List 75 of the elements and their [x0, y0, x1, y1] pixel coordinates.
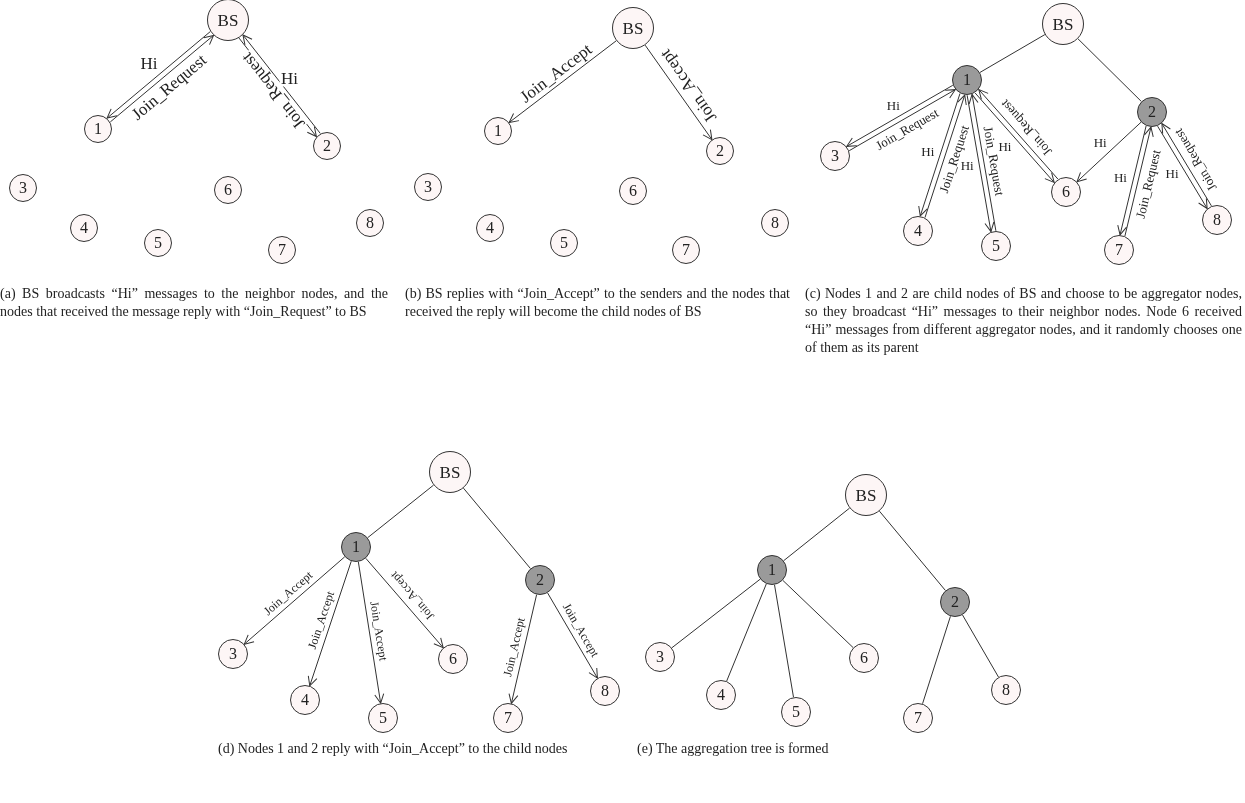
connector-line: [962, 614, 999, 678]
sensor-node-circle: 3: [414, 173, 442, 201]
sensor-node-circle: 6: [619, 177, 647, 205]
sensor-node-circle: 5: [981, 231, 1011, 261]
arrow: [924, 94, 967, 218]
sensor-node-circle: 4: [290, 685, 320, 715]
sensor-node-circle: 7: [672, 236, 700, 264]
sensor-node-circle: 7: [903, 703, 933, 733]
connector-line: [922, 615, 951, 705]
arrow: [357, 561, 385, 704]
figure-caption: (d) Nodes 1 and 2 reply with “Join_Accept” to the child nodes: [218, 740, 569, 758]
sensor-node-circle: 4: [903, 216, 933, 246]
connector-line: [367, 484, 435, 539]
arrow: [918, 93, 961, 217]
base-station-circle: BS: [207, 0, 249, 41]
arrow: [644, 44, 713, 141]
sensor-node-circle: 7: [493, 703, 523, 733]
arrow: [365, 557, 444, 649]
figure-caption: (e) The aggregation tree is formed: [637, 740, 830, 758]
aggregator-node-circle: 1: [757, 555, 787, 585]
arrow: [1076, 121, 1142, 183]
arrow: [508, 40, 617, 123]
sensor-node-circle: 5: [781, 697, 811, 727]
sensor-node-circle: 8: [1202, 205, 1232, 235]
aggregator-node-circle: 2: [1137, 97, 1167, 127]
arrow: [307, 560, 352, 687]
sensor-node-circle: 3: [645, 642, 675, 672]
sensor-node-circle: 6: [438, 644, 468, 674]
sensor-node-circle: 2: [706, 137, 734, 165]
aggregator-node-circle: 2: [525, 565, 555, 595]
sensor-node-circle: 8: [991, 675, 1021, 705]
sensor-node-circle: 1: [484, 117, 512, 145]
sensor-node-circle: 8: [761, 209, 789, 237]
base-station-circle: BS: [845, 474, 887, 516]
sensor-node-circle: 5: [144, 229, 172, 257]
sensor-node-circle: 3: [820, 141, 850, 171]
sensor-node-circle: 4: [70, 214, 98, 242]
aggregator-node-circle: 1: [341, 532, 371, 562]
connector-line: [774, 584, 794, 698]
sensor-node-circle: 5: [368, 703, 398, 733]
sensor-node-circle: 3: [218, 639, 248, 669]
arrow: [547, 592, 598, 679]
figure-caption: (c) Nodes 1 and 2 are child nodes of BS and choose to be aggregator nodes, so they broadcast “Hi” messages to their neighbor nodes. Node 6 received “Hi” messages from different aggregator nodes, and it randomly chooses one of them as its parent: [805, 285, 1242, 357]
arrow: [1124, 126, 1154, 237]
sensor-node-circle: 7: [1104, 235, 1134, 265]
sensor-node-circle: 8: [590, 676, 620, 706]
sensor-node-circle: 7: [268, 236, 296, 264]
figure-caption: (a) BS broadcasts “Hi” messages to the neighbor nodes, and the nodes that received the message reply with “Join_Request” to BS: [0, 285, 388, 321]
sensor-node-circle: 2: [313, 132, 341, 160]
arrow: [1117, 125, 1147, 236]
base-station-circle: BS: [429, 451, 471, 493]
sensor-node-circle: 1: [84, 115, 112, 143]
sensor-node-circle: 4: [706, 680, 736, 710]
connector-line: [1077, 38, 1142, 102]
aggregator-node-circle: 1: [952, 65, 982, 95]
arrow: [508, 594, 538, 704]
sensor-node-circle: 8: [356, 209, 384, 237]
connector-line: [783, 507, 851, 562]
sensor-node-circle: 3: [9, 174, 37, 202]
aggregator-node-circle: 2: [940, 587, 970, 617]
base-station-circle: BS: [1042, 3, 1084, 45]
sensor-node-circle: 5: [550, 229, 578, 257]
connector-line: [979, 34, 1046, 73]
sensor-node-circle: 6: [214, 176, 242, 204]
arrow: [243, 556, 346, 645]
sensor-node-circle: 6: [849, 643, 879, 673]
sensor-node-circle: 6: [1051, 177, 1081, 207]
connector-line: [671, 578, 761, 649]
base-station-circle: BS: [612, 7, 654, 49]
connector-line: [726, 583, 767, 682]
connector-line: [878, 510, 946, 591]
figure-caption: (b) BS replies with “Join_Accept” to the senders and the nodes that received the reply will become the child nodes of BS: [405, 285, 790, 321]
connector-line: [782, 579, 854, 649]
sensor-node-circle: 4: [476, 214, 504, 242]
connector-line: [462, 487, 531, 569]
